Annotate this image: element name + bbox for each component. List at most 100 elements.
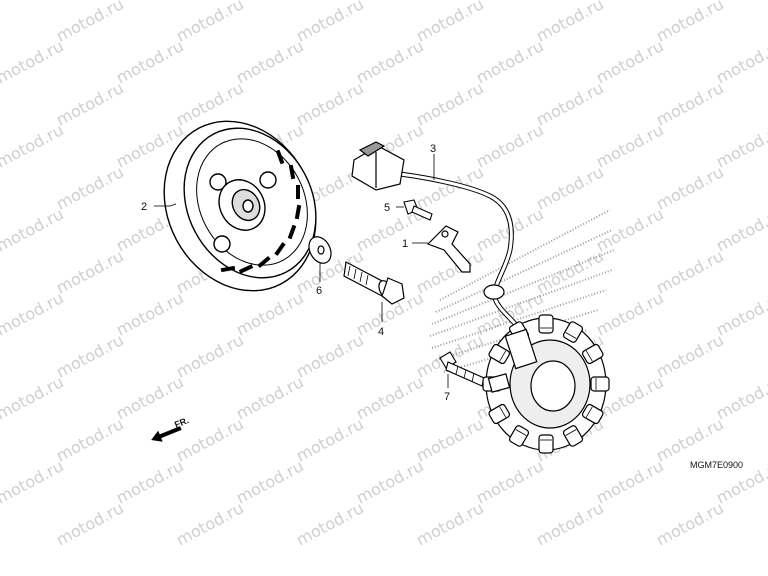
stator-pole xyxy=(581,403,604,425)
watermark-text: motod.ru xyxy=(593,288,667,339)
stator-winding-line xyxy=(585,406,593,418)
watermark-text: motod.ru xyxy=(593,36,667,87)
grommet xyxy=(483,284,505,300)
watermark-text: motod.ru xyxy=(53,414,127,465)
callout-1: 1 xyxy=(402,238,408,250)
arrow-left-icon xyxy=(151,426,182,442)
watermark-text: motod.ru xyxy=(173,330,247,381)
bolt-part-5 xyxy=(403,199,433,221)
watermark-text: motod.ru xyxy=(353,456,427,507)
watermark-text: motod.ru xyxy=(173,0,247,46)
watermark-text: motod.ru xyxy=(533,498,607,549)
watermark-text: motod.ru xyxy=(293,330,367,381)
watermark-text: motod.ru xyxy=(533,246,607,297)
watermark-text: motod.ru xyxy=(53,330,127,381)
part-code: MGM7E0900 xyxy=(690,460,743,470)
callout-7: 7 xyxy=(444,391,450,403)
stator-winding-line xyxy=(565,429,577,436)
watermark-text: motod.ru xyxy=(533,78,607,129)
watermark-text: motod.ru xyxy=(353,36,427,87)
callout-4: 4 xyxy=(378,326,384,338)
watermark-text: motod.ru xyxy=(293,0,367,46)
watermark-text: motod.ru xyxy=(413,414,487,465)
stator-winding-line xyxy=(585,350,593,362)
watermark-text: motod.ru xyxy=(533,162,607,213)
watermark-text: motod.ru xyxy=(0,456,67,507)
leader-lines xyxy=(154,154,449,388)
watermark-text: motod.ru xyxy=(53,162,127,213)
watermark-text: motod.ru xyxy=(413,78,487,129)
stator-assembly xyxy=(482,314,610,454)
watermark-text: motod.ru xyxy=(713,36,768,87)
watermark-text: motod.ru xyxy=(293,498,367,549)
stator-winding-line xyxy=(499,350,507,362)
stator-pole xyxy=(488,403,511,425)
watermark-text: motod.ru xyxy=(233,36,307,87)
watermark-text: motod.ru xyxy=(653,78,727,129)
watermark-text: motod.ru xyxy=(113,288,187,339)
watermark-text: motod.ru xyxy=(113,0,187,4)
watermark-text: motod.ru xyxy=(473,0,547,4)
callout-6: 6 xyxy=(316,285,322,297)
watermark-text: motod.ru xyxy=(0,288,67,339)
watermark-text: motod.ru xyxy=(53,246,127,297)
watermark-text: motod.ru xyxy=(713,372,768,423)
callout-5: 5 xyxy=(384,202,390,214)
bracket-part-1 xyxy=(426,225,471,273)
watermark-text: motod.ru xyxy=(593,456,667,507)
stator-pole xyxy=(488,343,511,365)
watermark-text: motod.ru xyxy=(593,120,667,171)
watermark-text: motod.ru xyxy=(293,414,367,465)
watermark-text: motod.ru xyxy=(653,246,727,297)
stator-winding-line xyxy=(499,406,507,418)
front-direction-indicator: FR. xyxy=(151,415,190,442)
stator-winding-line xyxy=(515,429,527,436)
watermark-text: motod.ru xyxy=(0,120,67,171)
watermark-text: motod.ru xyxy=(713,204,768,255)
watermark-text: motod.ru xyxy=(713,120,768,171)
watermark-text: motod.ru xyxy=(233,0,307,4)
watermark-text: motod.ru xyxy=(653,162,727,213)
watermark-text: motod.ru xyxy=(293,78,367,129)
stator-pole xyxy=(562,425,584,447)
watermark-text: motod.ru xyxy=(473,456,547,507)
watermark-text: motod.ru xyxy=(413,0,487,46)
watermark-text: motod.ru xyxy=(233,456,307,507)
bolt-part-7 xyxy=(439,351,485,387)
watermark-text: motod.ru xyxy=(653,0,727,46)
watermark-text: motod.ru xyxy=(713,288,768,339)
watermark-text: motod.ru xyxy=(413,498,487,549)
watermark-text: motod.ru xyxy=(0,372,67,423)
connector-plug xyxy=(351,141,405,191)
watermark-text: motod.ru xyxy=(0,204,67,255)
stator-winding-line xyxy=(565,332,577,339)
watermark-text: motod.ru xyxy=(233,288,307,339)
stator-pole xyxy=(562,321,584,343)
watermark-text: motod.ru xyxy=(653,498,727,549)
watermark-text: motod.ru xyxy=(653,414,727,465)
watermark-text: motod.ru xyxy=(473,120,547,171)
watermark-text: motod.ru xyxy=(113,372,187,423)
stator-pole xyxy=(538,434,554,454)
watermark-text: motod.ru xyxy=(113,36,187,87)
stator-pole xyxy=(590,376,610,392)
bolt-part-4 xyxy=(343,261,405,305)
watermark-text: motod.ru xyxy=(473,36,547,87)
watermark-text: motod.ru xyxy=(353,0,427,4)
watermark-text: motod.ru xyxy=(533,0,607,46)
watermark-text: motod.ru xyxy=(353,372,427,423)
watermark-text: motod.ru xyxy=(53,498,127,549)
front-label: FR. xyxy=(173,415,190,430)
stator-pole xyxy=(538,314,554,334)
stator-pole xyxy=(581,343,604,365)
watermark-text: motod.ru xyxy=(653,330,727,381)
stator-pole xyxy=(508,425,530,447)
watermark-text: motod.ru xyxy=(233,372,307,423)
watermark-text: motod.ru xyxy=(113,456,187,507)
washer-part-6 xyxy=(308,236,332,264)
watermark-text: motod.ru xyxy=(0,36,67,87)
watermark-text: motod.ru xyxy=(53,0,127,46)
watermark-text: motod.ru xyxy=(53,78,127,129)
